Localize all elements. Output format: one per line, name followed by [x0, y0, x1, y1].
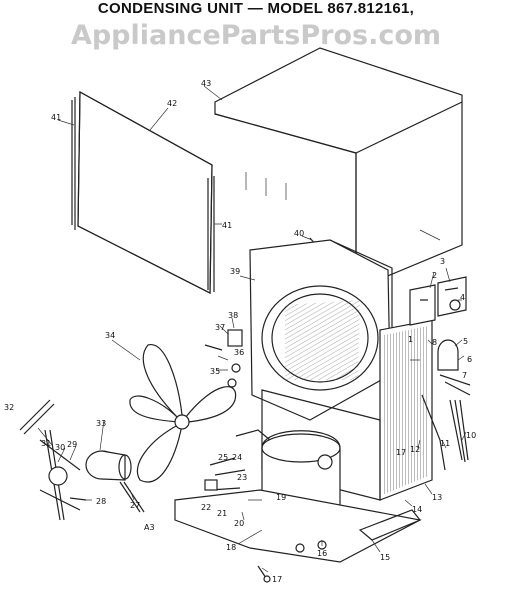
callout-30: 30	[55, 443, 65, 452]
callout-25: 25	[218, 453, 228, 462]
callout-37: 37	[215, 323, 225, 332]
callout-12: 12	[410, 445, 420, 454]
callout-6: 6	[467, 355, 472, 364]
leader-lines	[37, 85, 467, 573]
callout-28: 28	[96, 497, 106, 506]
callout-41: 41	[51, 113, 61, 122]
callout-19: 19	[276, 493, 286, 502]
condenser-grille-part	[71, 90, 215, 294]
control-box-part	[409, 276, 467, 326]
callout-11: 11	[440, 439, 450, 448]
fan-blade-part	[129, 344, 237, 483]
callout-5: 5	[463, 337, 468, 346]
watermark: AppliancePartsPros.com	[70, 20, 442, 51]
callout-13: 13	[432, 493, 442, 502]
callout-23: 23	[237, 473, 247, 482]
callout-21: 21	[217, 509, 227, 518]
callout-42: 42	[167, 99, 177, 108]
callout-31: 31	[41, 439, 51, 448]
callout-35: 35	[210, 367, 220, 376]
callout-34: 34	[105, 331, 115, 340]
callout-41: 41	[222, 221, 232, 230]
callout-38: 38	[228, 311, 238, 320]
callout-14: 14	[412, 505, 422, 514]
hardware-parts	[204, 329, 243, 388]
part-callouts: 41 42 43 41 40 39 3 2 4 1 5 6 8 7 10 11 …	[4, 79, 476, 584]
base-pan-part	[174, 489, 422, 563]
callout-17: 17	[272, 575, 282, 584]
callout-33: 33	[96, 419, 106, 428]
callout-24: 24	[232, 453, 242, 462]
callout-32: 32	[4, 403, 14, 412]
callout-15: 15	[380, 553, 390, 562]
callout-4: 4	[460, 293, 465, 302]
callout-2: 2	[432, 271, 437, 280]
callout-7: 7	[462, 371, 467, 380]
wiring-harness-part	[421, 394, 469, 471]
callout-39: 39	[230, 267, 240, 276]
motor-bracket-part	[19, 399, 81, 521]
fan-shroud-part	[249, 239, 393, 421]
fan-motor-part	[85, 450, 132, 481]
callout-16: 16	[317, 549, 327, 558]
screw-part-17	[257, 565, 271, 583]
callout-40: 40	[294, 229, 304, 238]
callout-10: 10	[466, 431, 476, 440]
callout-20: 20	[234, 519, 244, 528]
bolts-part	[69, 481, 145, 513]
figure-code: A3	[144, 523, 155, 532]
capacitor-part	[437, 339, 471, 396]
condenser-coil-part	[261, 319, 433, 501]
callout-1: 1	[408, 335, 413, 344]
callout-18: 18	[226, 543, 236, 552]
callout-27: 27	[130, 501, 140, 510]
callout-36: 36	[234, 348, 244, 357]
callout-3: 3	[440, 257, 445, 266]
callout-17: 17	[396, 448, 406, 457]
callout-22: 22	[201, 503, 211, 512]
diagram-title: CONDENSING UNIT — MODEL 867.812161,	[97, 0, 415, 17]
callout-8: 8	[432, 338, 437, 347]
callout-43: 43	[201, 79, 211, 88]
callout-29: 29	[67, 440, 77, 449]
